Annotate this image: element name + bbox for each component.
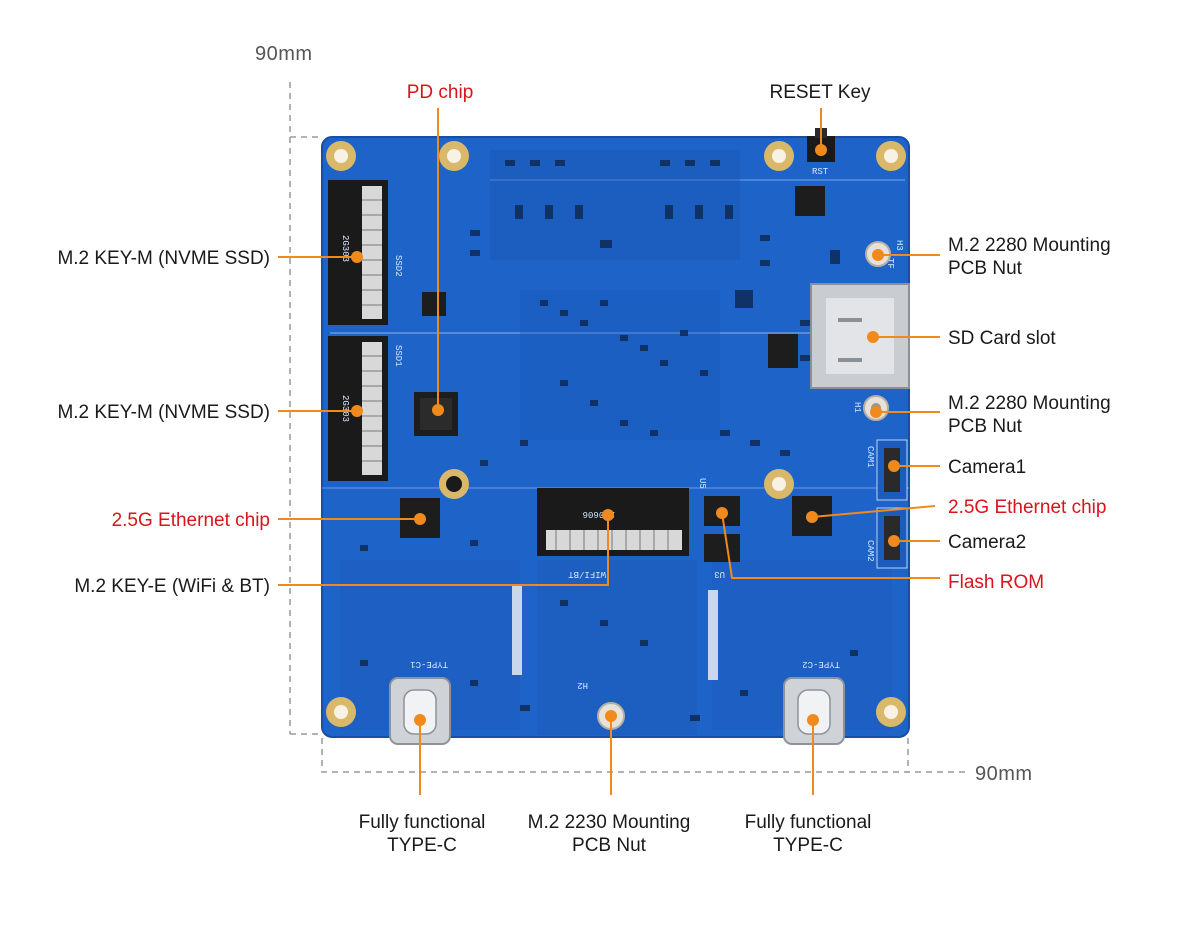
- callout-m2-keym-1: [278, 251, 363, 263]
- callout-typec-left: [414, 714, 426, 795]
- label-m2-2280-nut-1-line1: M.2 2280 Mounting: [948, 235, 1111, 256]
- callout-reset-key: [815, 108, 827, 156]
- labels: PD chip RESET Key M.2 KEY-M (NVME SSD) M…: [57, 82, 1110, 856]
- label-sd-slot: SD Card slot: [948, 328, 1056, 349]
- label-m2-2280-nut-2-line1: M.2 2280 Mounting: [948, 393, 1111, 414]
- silk-h3: H3: [894, 240, 904, 251]
- silk-typec1: TYPE-C1: [410, 659, 448, 669]
- dimension-width-label: 90mm: [975, 763, 1033, 785]
- dimension-width: 90mm: [321, 738, 1033, 785]
- callout-pd-chip: [432, 108, 444, 416]
- mounting-hole: [326, 697, 356, 727]
- label-reset-key: RESET Key: [769, 82, 871, 103]
- callout-camera1: [888, 460, 940, 472]
- label-typec-left-line1: Fully functional: [359, 812, 486, 833]
- silk-rst: RST: [812, 167, 829, 177]
- label-eth-chip-right: 2.5G Ethernet chip: [948, 497, 1106, 518]
- callout-sd-slot: [867, 331, 940, 343]
- silk-typec2: TYPE-C2: [802, 659, 840, 669]
- mounting-holes: [326, 141, 906, 727]
- mounting-hole: [439, 141, 469, 171]
- silk-cam1: CAM1: [865, 446, 875, 468]
- callout-eth-chip-left: [278, 513, 426, 525]
- mounting-hole: [326, 141, 356, 171]
- silk-u3: U3: [714, 569, 725, 579]
- label-m2-2230-nut-line2: PCB Nut: [572, 835, 647, 856]
- label-m2-2280-nut-2-line2: PCB Nut: [948, 416, 1023, 437]
- callout-m2-2230-nut: [605, 710, 617, 795]
- m2-keym-slot-2: 2G303 SSD1: [328, 336, 403, 481]
- callout-flash-rom: [716, 507, 940, 579]
- callout-m2-2280-nut-1: [872, 249, 940, 261]
- callout-camera2: [888, 535, 940, 547]
- callout-m2-2280-nut-2: [870, 406, 940, 418]
- mounting-hole: [439, 469, 469, 499]
- label-typec-left-line2: TYPE-C: [387, 835, 457, 856]
- pcb-board: [321, 136, 910, 738]
- mounting-hole: [876, 141, 906, 171]
- m2-keye-slot: 260606 WIFI/BT: [537, 488, 689, 579]
- callout-m2-keye: [278, 509, 614, 586]
- callout-typec-right: [807, 714, 819, 795]
- label-eth-chip-left: 2.5G Ethernet chip: [112, 510, 270, 531]
- typec-port-right: TYPE-C2: [783, 659, 845, 745]
- silk-h2: H2: [577, 680, 588, 690]
- label-pd-chip: PD chip: [407, 82, 474, 103]
- silk-m2-code-2: 2G303: [340, 395, 350, 422]
- mounting-hole: [764, 141, 794, 171]
- mounting-hole: [876, 697, 906, 727]
- silk-u5: U5: [697, 478, 707, 489]
- label-m2-keym-1: M.2 KEY-M (NVME SSD): [57, 248, 270, 269]
- silk-wifi-bt: WIFI/BT: [568, 569, 606, 579]
- callout-m2-keym-2: [278, 405, 363, 417]
- label-camera2: Camera2: [948, 532, 1026, 553]
- dimension-height: 90mm: [255, 43, 322, 735]
- label-typec-right-line1: Fully functional: [745, 812, 872, 833]
- silk-m2e-code: 260606: [583, 509, 615, 519]
- label-typec-right-line2: TYPE-C: [773, 835, 843, 856]
- label-flash-rom: Flash ROM: [948, 572, 1044, 593]
- typec-port-left: TYPE-C1: [389, 659, 451, 745]
- label-m2-keym-2: M.2 KEY-M (NVME SSD): [57, 402, 270, 423]
- mounting-hole: [764, 469, 794, 499]
- silk-ssd2: SSD2: [393, 255, 403, 277]
- label-m2-2230-nut-line1: M.2 2230 Mounting: [528, 812, 691, 833]
- label-camera1: Camera1: [948, 457, 1026, 478]
- callout-eth-chip-right: [806, 505, 936, 523]
- silk-h1: H1: [852, 402, 862, 413]
- misc-chips: [422, 186, 825, 368]
- silk-tf: TF: [885, 258, 895, 269]
- dimension-height-label: 90mm: [255, 43, 313, 65]
- silk-m2-code-1: 2G303: [340, 235, 350, 262]
- callouts: [278, 108, 940, 795]
- silk-cam2: CAM2: [865, 540, 875, 562]
- label-m2-keye: M.2 KEY-E (WiFi & BT): [74, 576, 270, 597]
- label-m2-2280-nut-1-line2: PCB Nut: [948, 258, 1023, 279]
- silk-ssd1: SSD1: [393, 345, 403, 367]
